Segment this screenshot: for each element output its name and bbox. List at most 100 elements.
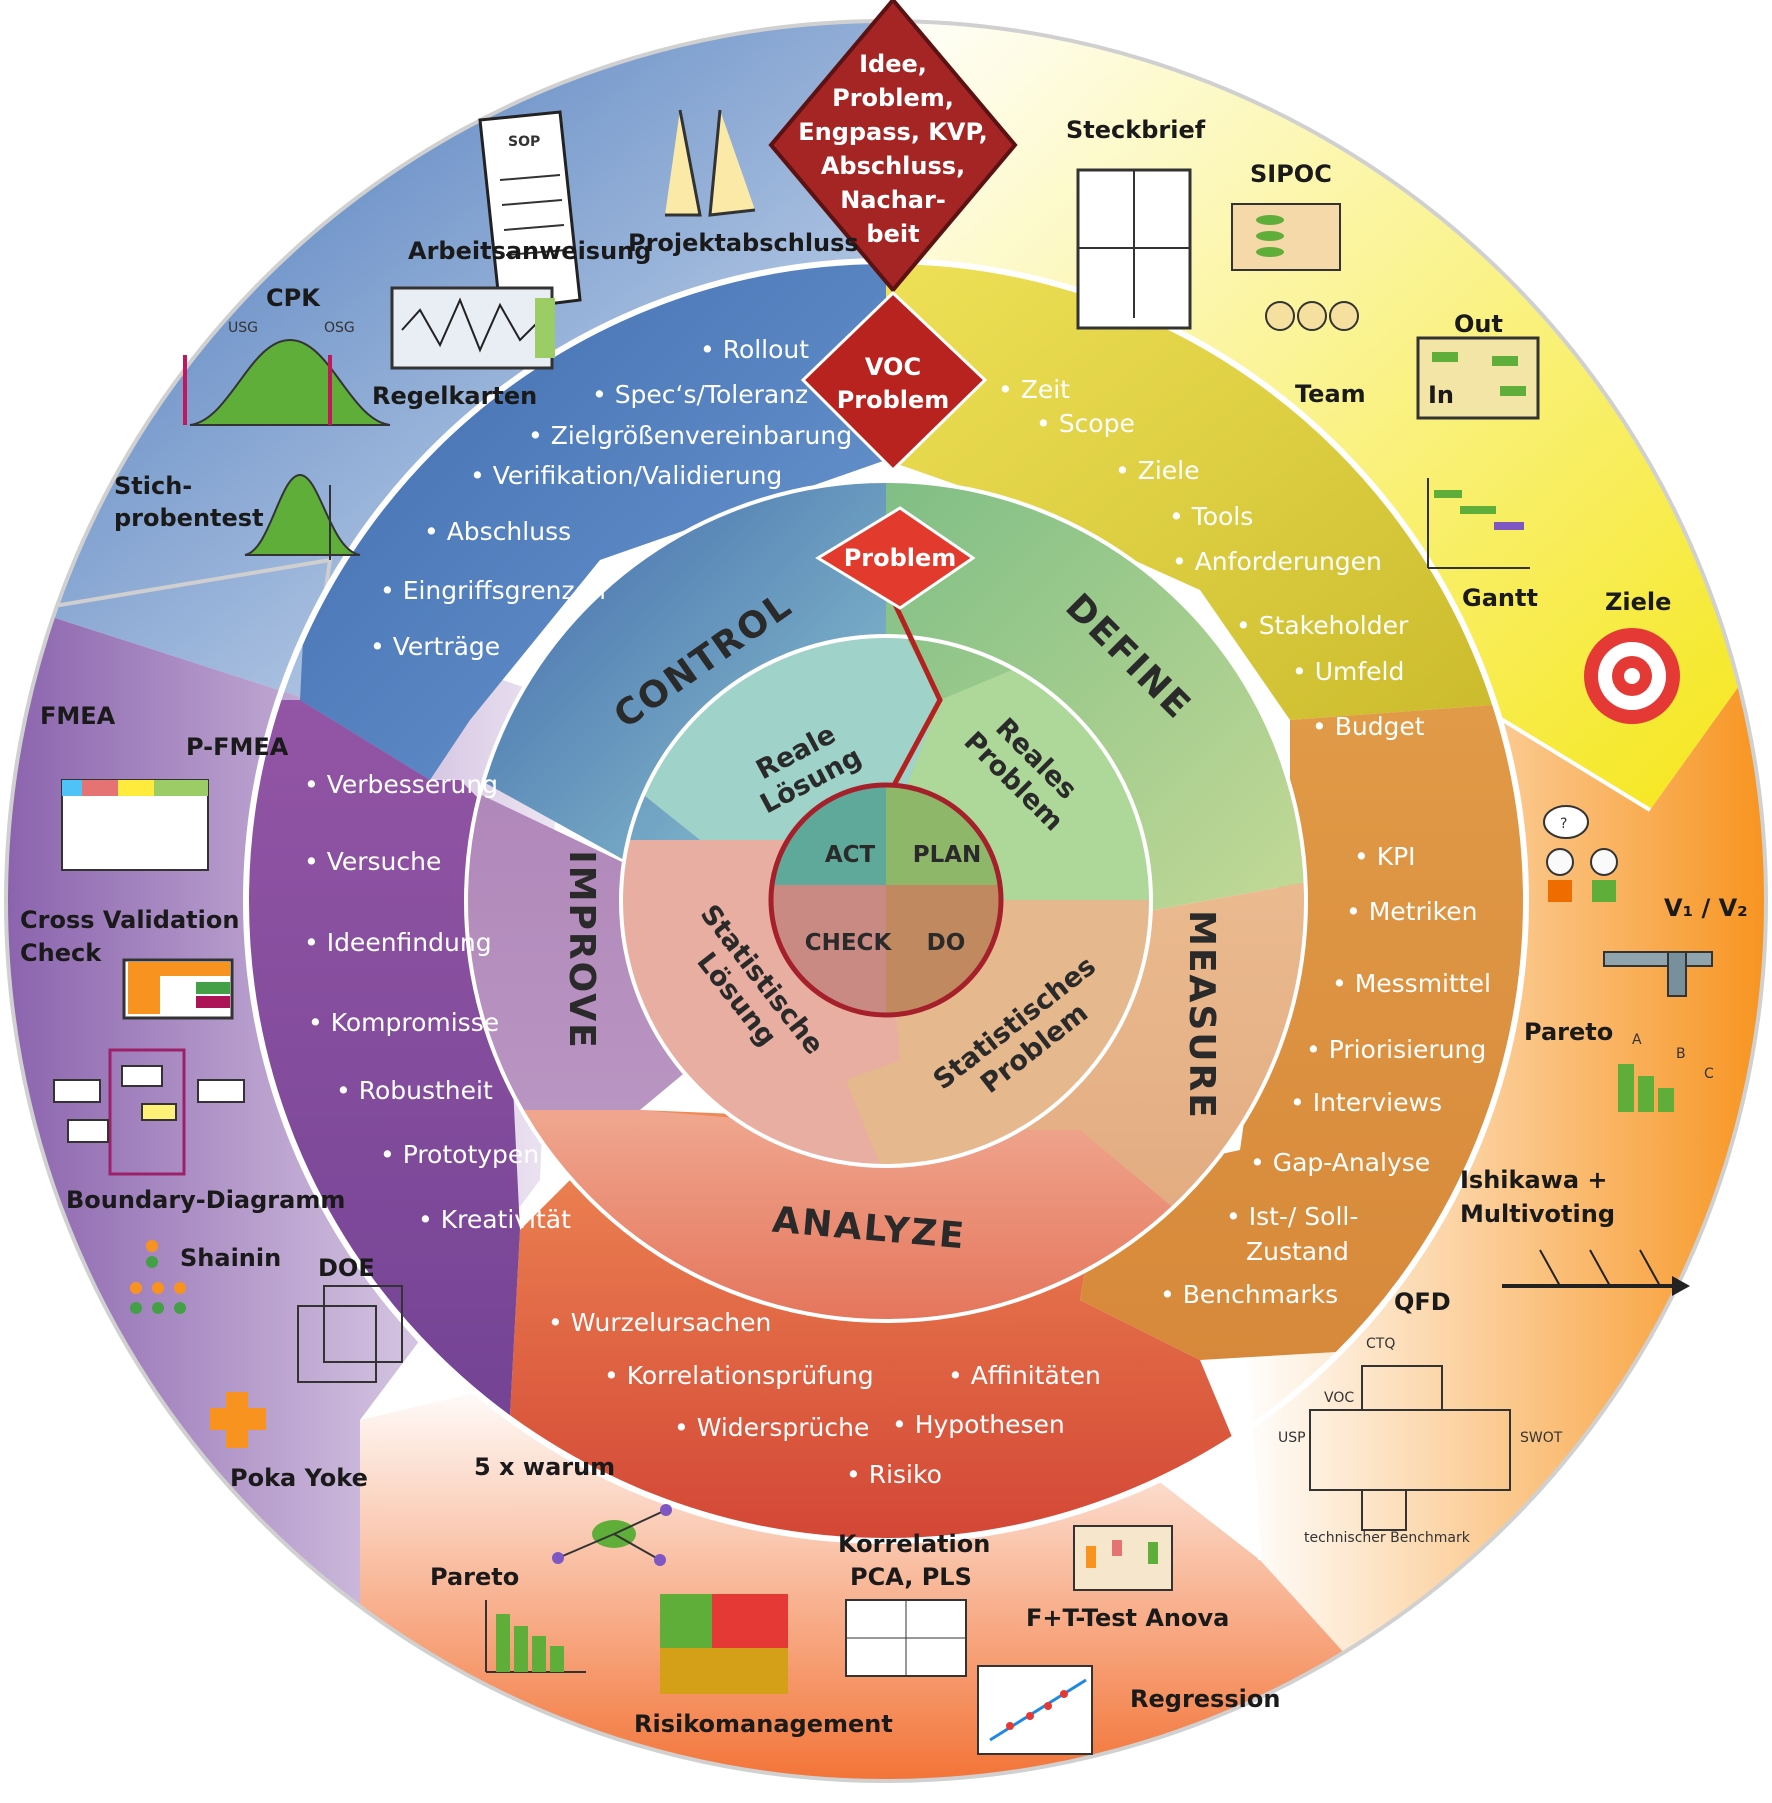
measure-items: • KPI • Metriken • Messmittel • Priorisi… xyxy=(1160,842,1491,1309)
define-item: • Stakeholder xyxy=(1236,611,1409,640)
target-icon xyxy=(1584,628,1680,724)
label-regression: Regression xyxy=(1130,1685,1280,1713)
phase-measure: MEASURE xyxy=(1181,910,1222,1120)
control-item: • Verträge xyxy=(370,632,500,661)
pdca-check: CHECK xyxy=(805,930,893,956)
label-boundary-diagramm: Boundary-Diagramm xyxy=(66,1186,345,1214)
label-projektabschluss: Projektabschluss xyxy=(628,229,859,257)
improve-item: • Prototypen xyxy=(380,1140,539,1169)
sample-test-curve-icon xyxy=(244,473,361,560)
pdca-do: DO xyxy=(927,930,966,956)
analyze-item: • Widersprüche xyxy=(674,1413,869,1442)
analyze-item: • Korrelationsprüfung xyxy=(604,1361,874,1390)
define-item: • Scope xyxy=(1036,409,1135,438)
improve-item: • Versuche xyxy=(304,847,441,876)
sop-document-icon: SOP xyxy=(478,110,582,312)
label-ftest-anova: F+T-Test Anova xyxy=(1026,1604,1229,1632)
steckbrief-icon xyxy=(1076,168,1192,330)
top-diamond-line-6: beit xyxy=(866,220,919,248)
pdca-rim xyxy=(768,782,1004,1018)
improve-item: • Kreativität xyxy=(418,1205,571,1234)
io-board-icon xyxy=(1416,336,1540,420)
regression-icon xyxy=(977,1665,1093,1755)
analyze-item: • Hypothesen xyxy=(892,1410,1065,1439)
analyze-item: • Risiko xyxy=(846,1460,942,1489)
qfd-technischer-benchmark: technischer Benchmark xyxy=(1304,1530,1471,1546)
control-item: • Zielgrößenvereinbarung xyxy=(528,421,852,450)
label-pareto-analyze: Pareto xyxy=(430,1563,519,1591)
control-item: • Abschluss xyxy=(424,517,571,546)
pdca-act: ACT xyxy=(825,842,876,868)
label-team: Team xyxy=(1295,380,1366,408)
qfd-swot: SWOT xyxy=(1520,1430,1563,1446)
label-cpk: CPK xyxy=(266,284,321,312)
define-item: • Anforderungen xyxy=(1172,547,1382,576)
label-doe: DOE xyxy=(318,1254,375,1282)
top-diamond-line-1: Idee, xyxy=(859,50,927,78)
label-regelkarten: Regelkarten xyxy=(372,382,537,410)
measure-item: • Benchmarks xyxy=(1160,1280,1338,1309)
pareto-analyze-icon xyxy=(485,1600,586,1673)
sop-label: SOP xyxy=(508,134,540,150)
label-steckbrief: Steckbrief xyxy=(1066,116,1206,144)
label-ishikawa-line-1: Ishikawa + xyxy=(1460,1166,1608,1194)
top-diamond-line-4: Abschluss, xyxy=(821,152,965,180)
qfd-ctq: CTQ xyxy=(1366,1336,1395,1352)
fishbone-icon xyxy=(1502,1249,1690,1296)
top-diamond-line-5: Nachar- xyxy=(840,186,946,214)
mid-sector-improve xyxy=(466,780,700,1110)
inner-ring-rim xyxy=(619,634,1153,1168)
label-arbeitsanweisung: Arbeitsanweisung xyxy=(408,237,651,265)
label-out: Out xyxy=(1454,310,1503,338)
pareto-a: A xyxy=(1632,1032,1642,1048)
problem-diamond-label: Problem xyxy=(844,544,957,572)
pareto-b: B xyxy=(1676,1046,1686,1062)
label-gantt: Gantt xyxy=(1462,584,1538,612)
label-in: In xyxy=(1428,381,1454,409)
voc-diamond-line-2: Problem xyxy=(837,386,950,414)
label-stichprobentest-line-2: probentest xyxy=(114,504,264,532)
ring-measure xyxy=(1080,700,1526,1360)
pdca-circle: ACT PLAN CHECK DO xyxy=(768,782,1004,1018)
usg-label: USG xyxy=(228,320,258,336)
qfd-voc: VOC xyxy=(1324,1390,1354,1406)
label-risikomanagement: Risikomanagement xyxy=(634,1710,893,1738)
define-item: • Zeit xyxy=(998,375,1070,404)
control-item: • Eingriffsgrenzen xyxy=(380,576,606,605)
measure-item: • Messmittel xyxy=(1332,969,1491,998)
measure-item: • Ist-/ Soll- xyxy=(1226,1202,1358,1231)
define-item: • Budget xyxy=(1312,712,1425,741)
label-sipoc: SIPOC xyxy=(1250,160,1332,188)
label-korrelation-line-2: PCA, PLS xyxy=(850,1563,972,1591)
label-poka-yoke: Poka Yoke xyxy=(230,1464,368,1492)
improve-item: • Robustheit xyxy=(336,1076,493,1105)
control-item: • Rollout xyxy=(700,335,809,364)
poka-yoke-icon xyxy=(210,1392,266,1448)
question-mark: ? xyxy=(1560,816,1567,832)
control-chart-icon xyxy=(390,286,555,370)
analyze-item: • Wurzelursachen xyxy=(548,1308,771,1337)
champagne-icon xyxy=(665,109,756,217)
top-diamond: Idee, Problem, Engpass, KVP, Abschluss, … xyxy=(768,0,1018,294)
cross-validation-icon xyxy=(122,958,234,1020)
measure-item: • Interviews xyxy=(1290,1088,1442,1117)
measure-item: • Metriken xyxy=(1346,897,1477,926)
define-items: • Zeit • Scope • Ziele • Tools • Anforde… xyxy=(998,375,1425,741)
risk-matrix-icon xyxy=(660,1594,788,1694)
control-item: • Spec‘s/Toleranz xyxy=(592,380,808,409)
label-pfmea: P-FMEA xyxy=(186,733,289,761)
label-fmea: FMEA xyxy=(40,702,116,730)
improve-item: • Kompromisse xyxy=(308,1008,499,1037)
analyze-item: • Affinitäten xyxy=(948,1361,1101,1390)
measure-item: • Gap-Analyse xyxy=(1250,1148,1430,1177)
measure-item: • KPI xyxy=(1354,842,1416,871)
problem-path-line xyxy=(883,583,943,802)
pdca-plan: PLAN xyxy=(913,842,982,868)
fmea-table-icon xyxy=(61,779,209,871)
define-item: • Tools xyxy=(1169,502,1253,531)
osg-label: OSG xyxy=(324,320,355,336)
caliper-icon xyxy=(1603,951,1713,997)
label-shainin: Shainin xyxy=(180,1244,281,1272)
cpk-bell-curve-icon: USG OSG xyxy=(183,320,391,426)
